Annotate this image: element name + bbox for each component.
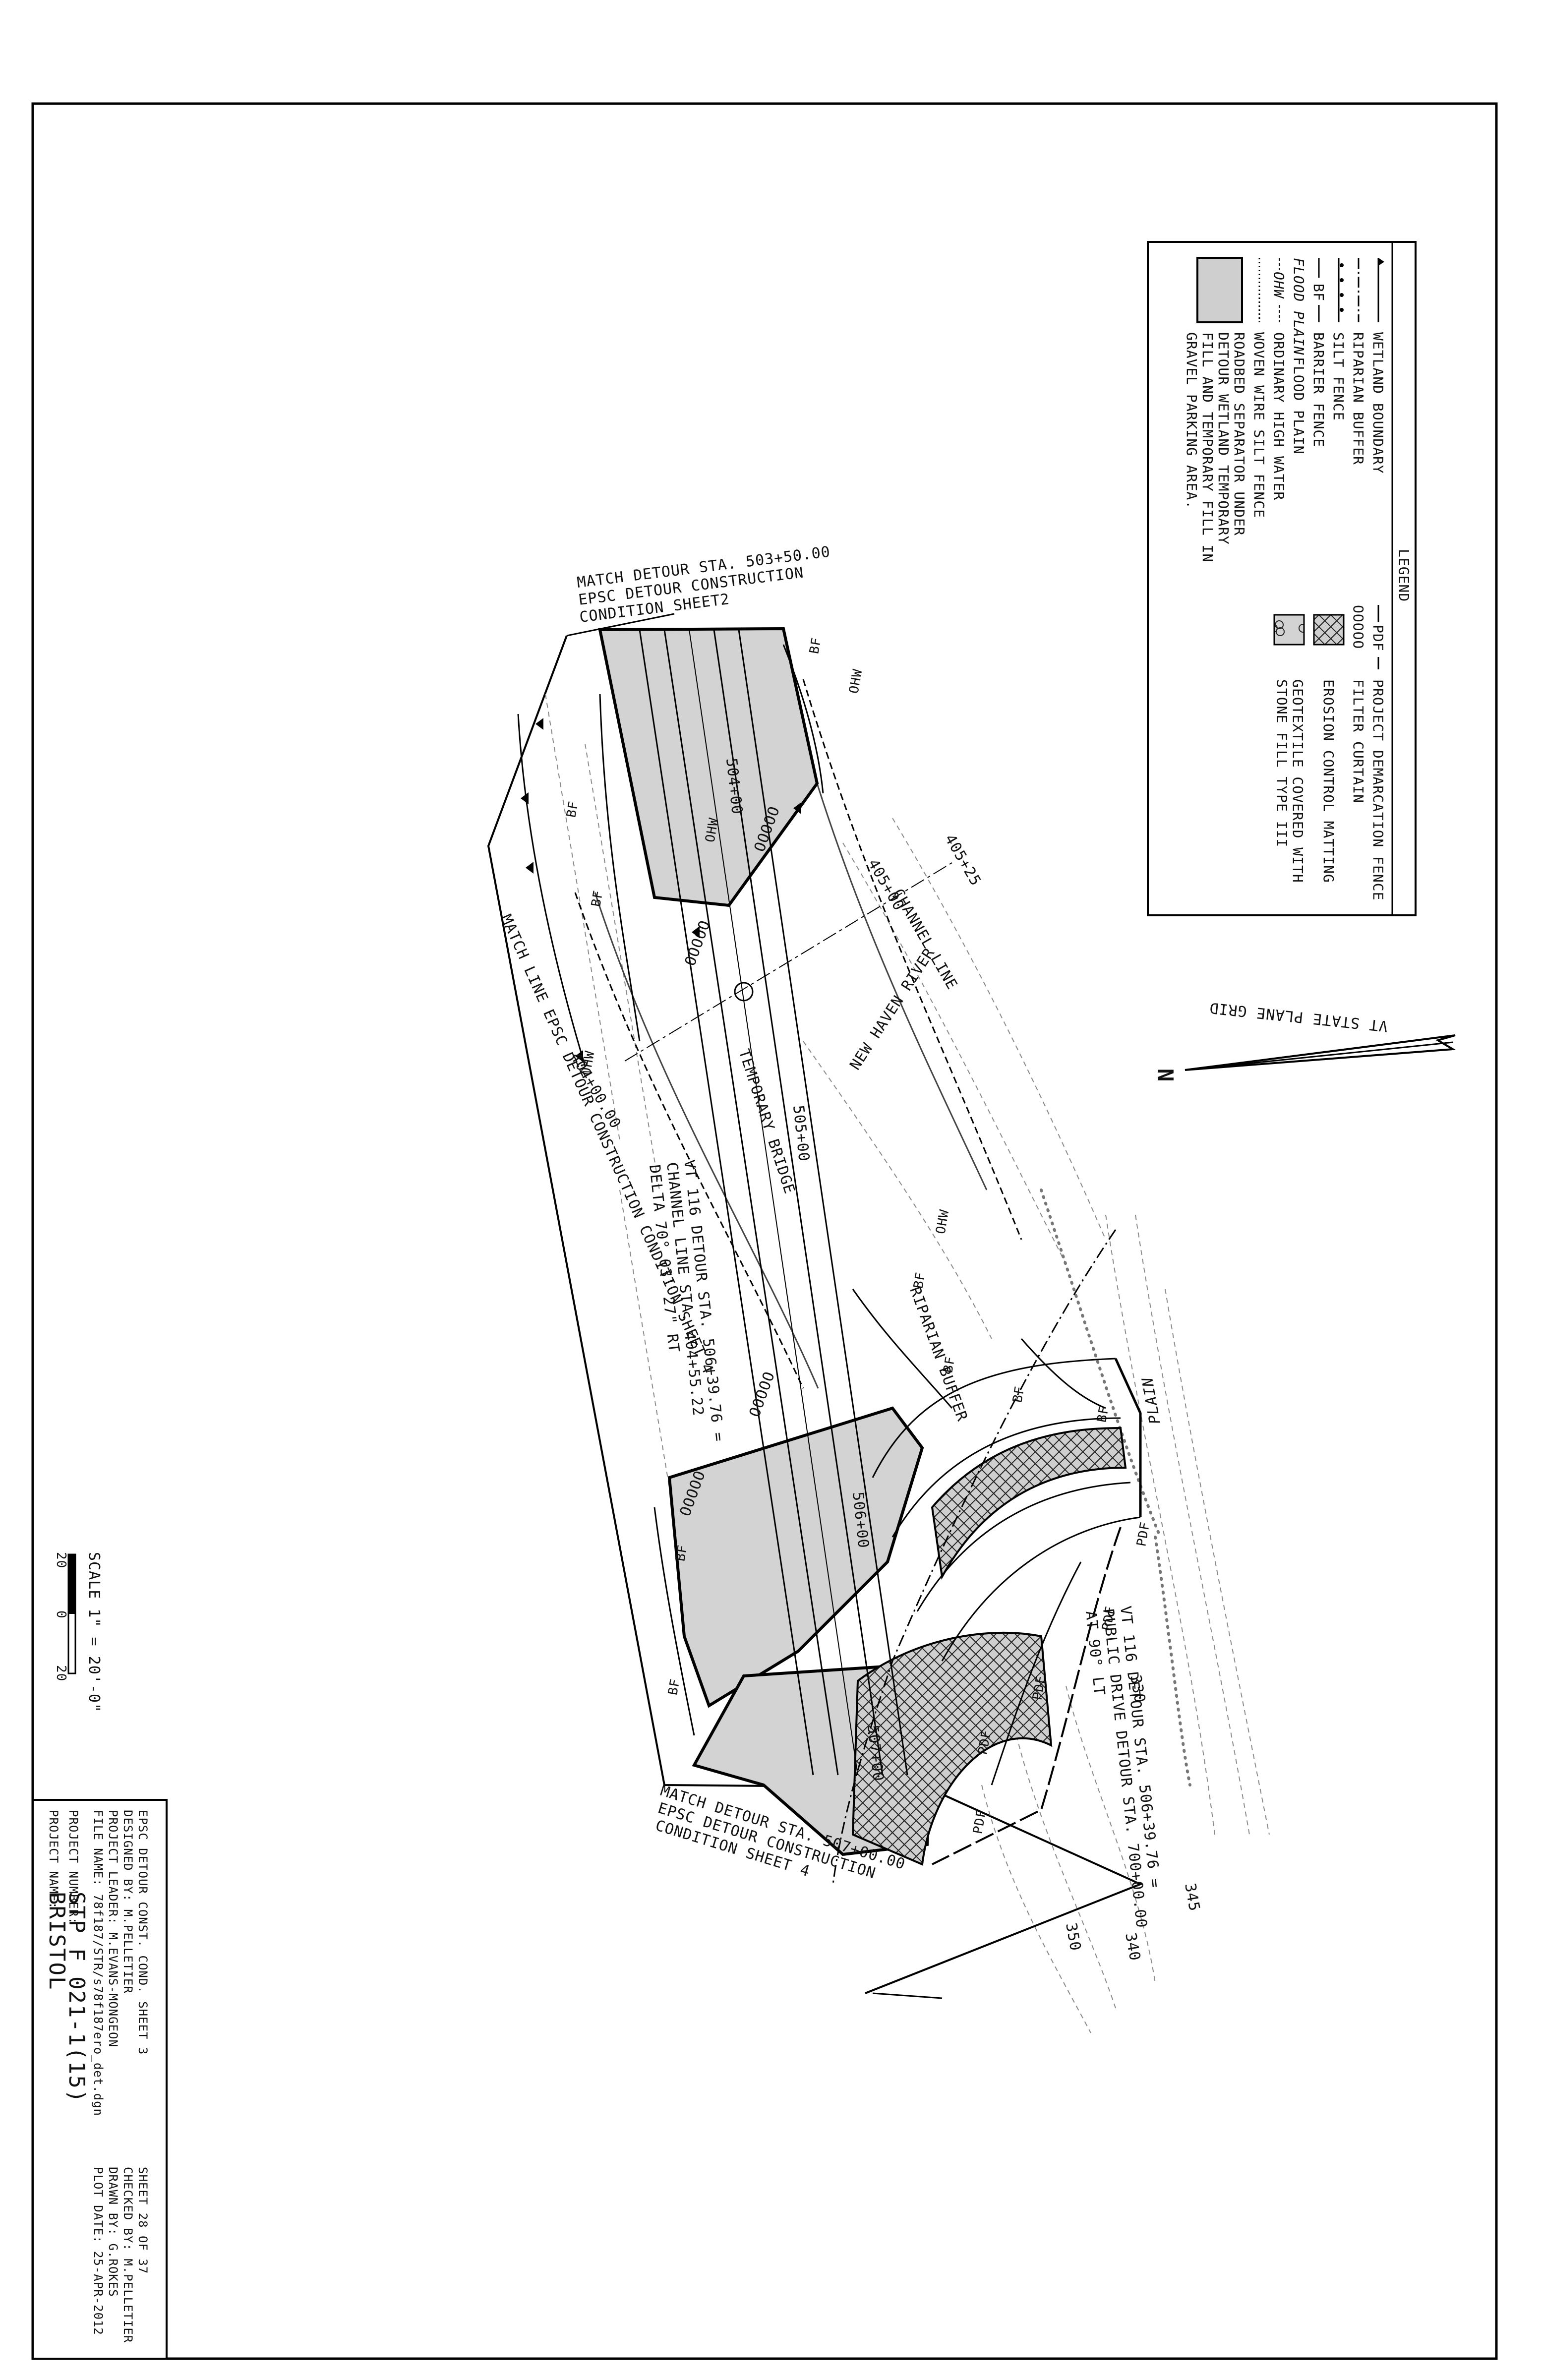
legend: LEGEND WETLAND BOUNDARY RIPARIAN BUFFER …: [1147, 241, 1417, 916]
legend-flood-plain: FLOOD PLAIN: [1291, 357, 1307, 454]
contour-350: 350: [1062, 1921, 1084, 1952]
drawn-by: DRAWN BY: G.ROKES: [106, 2167, 120, 2297]
legend-title: LEGEND: [1396, 549, 1412, 602]
bf-label-2: BF: [564, 800, 581, 819]
legend-geotextile-1: GEOTEXTILE COVERED WITH: [1290, 679, 1306, 883]
legend-barrier-fence: BARRIER FENCE: [1310, 332, 1327, 447]
legend-curtain-code: OOOOO: [1350, 605, 1366, 649]
legend-project-demarcation-fence: PROJECT DEMARCATION FENCE: [1370, 679, 1386, 900]
title-block-frame: [32, 1799, 168, 2360]
legend-roadbed-1: ROADBED SEPARATOR UNDER: [1231, 332, 1247, 536]
legend-woven-wire-silt-fence: WOVEN WIRE SILT FENCE: [1251, 332, 1267, 518]
erosion-matting-curve: [931, 1427, 1127, 1580]
legend-bf-code: BF: [1310, 284, 1327, 301]
project-number: STP F 021-1(15): [64, 1892, 89, 2103]
ohw-line: [802, 679, 1022, 1240]
legend-ordinary-high-water: ORDINARY HIGH WATER: [1271, 332, 1287, 500]
bf-label-1: BF: [807, 636, 824, 655]
temporary-fill-north: [598, 627, 819, 907]
project-number-label: PROJECT NUMBER:: [66, 1810, 80, 1925]
checked-by: CHECKED BY: M.PELLETIER: [121, 2167, 135, 2343]
filter-curtain-south-2: OOOOO: [746, 1369, 778, 1420]
designed-by: DESIGNED BY: M.PELLETIER: [121, 1810, 135, 1994]
title-block: PROJECT NAME: BRISTOL PROJECT NUMBER: ST…: [32, 1799, 168, 2360]
barrier-fences: [599, 644, 1106, 1785]
bf-label-7: BF: [1094, 1405, 1112, 1424]
pdf-label-5: PDF: [970, 1808, 989, 1835]
project-name: BRISTOL: [44, 1892, 69, 1990]
pdf-label-1: PDF: [1134, 1521, 1153, 1547]
project-name-label: PROJECT NAME:: [47, 1810, 60, 1909]
grid-label: VT STATE PLANE GRID: [1208, 999, 1389, 1035]
riparian-buffer-line: [832, 1229, 1117, 1885]
bf-label-4: BF: [911, 1271, 928, 1290]
plain-label: PLAIN: [1139, 1376, 1164, 1426]
ohw-label-4: OHW: [933, 1208, 952, 1235]
legend-stone-swatch: [1273, 614, 1305, 646]
legend-roadbed-2: DETOUR WETLAND TEMPORARY: [1215, 332, 1232, 545]
river-bank-south: [594, 892, 819, 1389]
detour-centerline: [689, 629, 858, 1776]
sta-505: 505+00: [789, 1104, 813, 1162]
bf-label-9: BF: [665, 1677, 683, 1696]
scale-label: SCALE 1" = 20'-0": [85, 1552, 103, 1713]
legend-roadbed-3: FILL AND TEMPORARY FILL IN: [1199, 332, 1216, 562]
bridge-pi-marker: [734, 982, 754, 1002]
legend-erosion-control-matting: EROSION CONTROL MATTING: [1320, 679, 1337, 883]
sheet-title: EPSC DETOUR CONST. COND. SHEET 3: [136, 1810, 150, 2055]
legend-flood-code: FLOOD PLAIN: [1291, 258, 1307, 355]
legend-silt-fence: SILT FENCE: [1330, 332, 1347, 421]
wetland-boundary: [517, 714, 586, 1067]
legend-geotextile-2: STONE FILL TYPE III: [1274, 679, 1290, 847]
plot-date: PLOT DATE: 25-APR-2012: [91, 2167, 105, 2335]
legend-pdf-code: PDF: [1370, 625, 1386, 652]
legend-matting-swatch: [1313, 614, 1345, 646]
public-drive: [872, 1358, 1141, 1662]
legend-frame: [1147, 241, 1417, 916]
riparian-buffer-label: RIPARIAN BUFFER: [906, 1285, 971, 1424]
detour-road: [639, 629, 908, 1776]
north-arrow-icon: [1185, 1034, 1456, 1071]
temporary-bridge-label: TEMPORARY BRIDGE: [735, 1047, 798, 1196]
tree-line: [1040, 1189, 1162, 1539]
contour-345: 345: [1181, 1882, 1203, 1912]
bf-label-6: BF: [1010, 1385, 1027, 1404]
scale-bar: SCALE 1" = 20'-0" 20 0 20: [54, 1552, 103, 1713]
north-arrow: N VT STATE PLANE GRID: [1152, 999, 1456, 1082]
sheet-border: [31, 102, 1498, 2360]
scale-left: 20: [54, 1552, 68, 1568]
scale-right: 20: [54, 1665, 68, 1681]
legend-wetland-boundary: WETLAND BOUNDARY: [1370, 332, 1386, 474]
file-name: FILE NAME: 78f187/STR/s78f187ero_det.dgn: [91, 1810, 105, 2116]
bf-label-8: BF: [673, 1544, 690, 1562]
north-letter: N: [1152, 1069, 1178, 1082]
legend-roadbed-swatch: [1196, 257, 1243, 323]
erosion-matting-south: [851, 1631, 1053, 1866]
legend-ohw-code: OHW: [1271, 272, 1287, 299]
contour-340: 340: [1122, 1931, 1143, 1962]
project-leader: PROJECT LEADER: M.EVANS-MONGEON: [106, 1810, 120, 2047]
pdf-fence: [932, 1527, 1122, 1865]
bf-label-5: BF: [941, 1355, 958, 1374]
sta-405-25: 405+25: [941, 832, 984, 890]
temporary-fill-middle: [667, 1406, 924, 1708]
legend-filter-curtain: FILTER CURTAIN: [1350, 679, 1366, 803]
contours: [545, 694, 1270, 2033]
legend-riparian-buffer: RIPARIAN BUFFER: [1350, 332, 1366, 465]
legend-roadbed-4: GRAVEL PARKING AREA.: [1184, 332, 1200, 509]
bf-label-3: BF: [589, 889, 606, 908]
ohw-label-1: OHW: [846, 668, 865, 695]
sta-405-00: 405+00: [864, 856, 907, 914]
scale-mid: 0: [54, 1610, 68, 1619]
channel-line: [624, 862, 952, 1062]
sheet-number: SHEET 28 OF 37: [136, 2167, 150, 2274]
